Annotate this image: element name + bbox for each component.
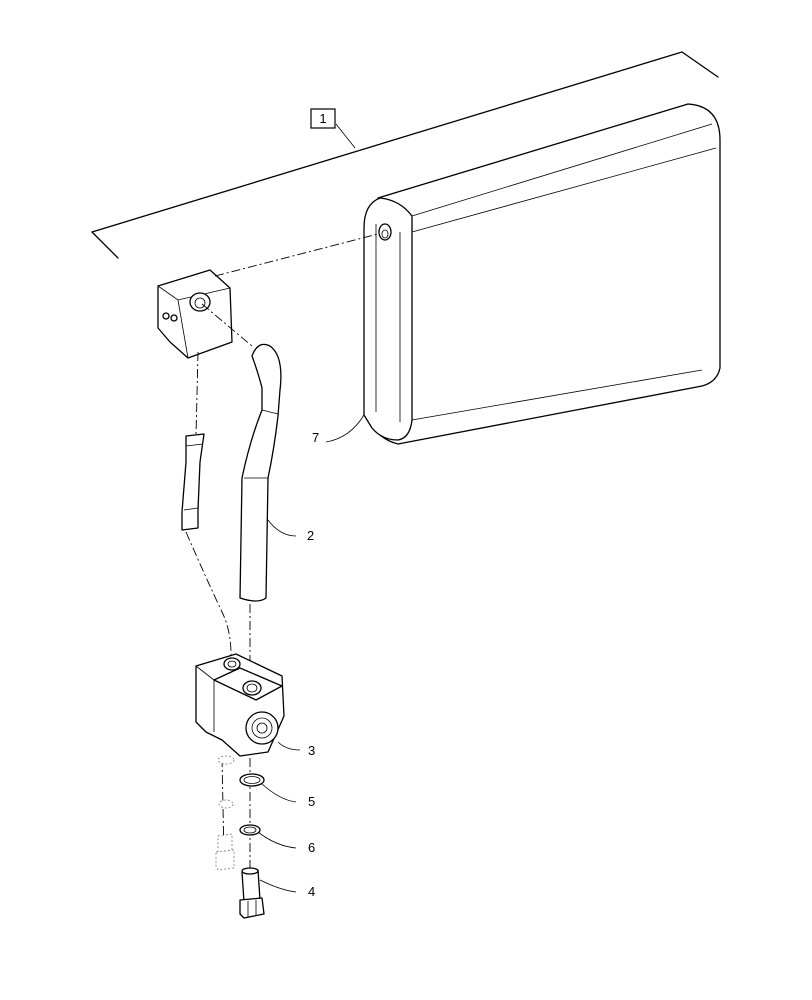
fitting xyxy=(239,867,265,919)
leader-lines xyxy=(257,414,365,893)
callout-label-hose: 2 xyxy=(307,528,314,543)
ghost-hardware xyxy=(215,755,235,871)
o-ring-small xyxy=(239,824,261,836)
upper-block xyxy=(157,269,233,359)
callout-label-valve-block: 3 xyxy=(308,743,315,758)
callout-label-assembly: 1 xyxy=(319,111,326,126)
callout-box-assembly xyxy=(310,108,336,129)
callout-label-o-ring-small: 6 xyxy=(308,840,315,855)
callout-label-o-ring-large: 5 xyxy=(308,794,315,809)
assembly-bracket: 1 xyxy=(91,51,719,259)
callout-label-evaporator-core: 7 xyxy=(312,430,319,445)
callout-label-fitting: 4 xyxy=(308,884,315,899)
short-hose xyxy=(181,433,205,531)
valve-block xyxy=(195,653,285,757)
long-hose xyxy=(239,343,282,602)
o-ring-large xyxy=(239,773,265,787)
evaporator-core xyxy=(363,103,721,445)
